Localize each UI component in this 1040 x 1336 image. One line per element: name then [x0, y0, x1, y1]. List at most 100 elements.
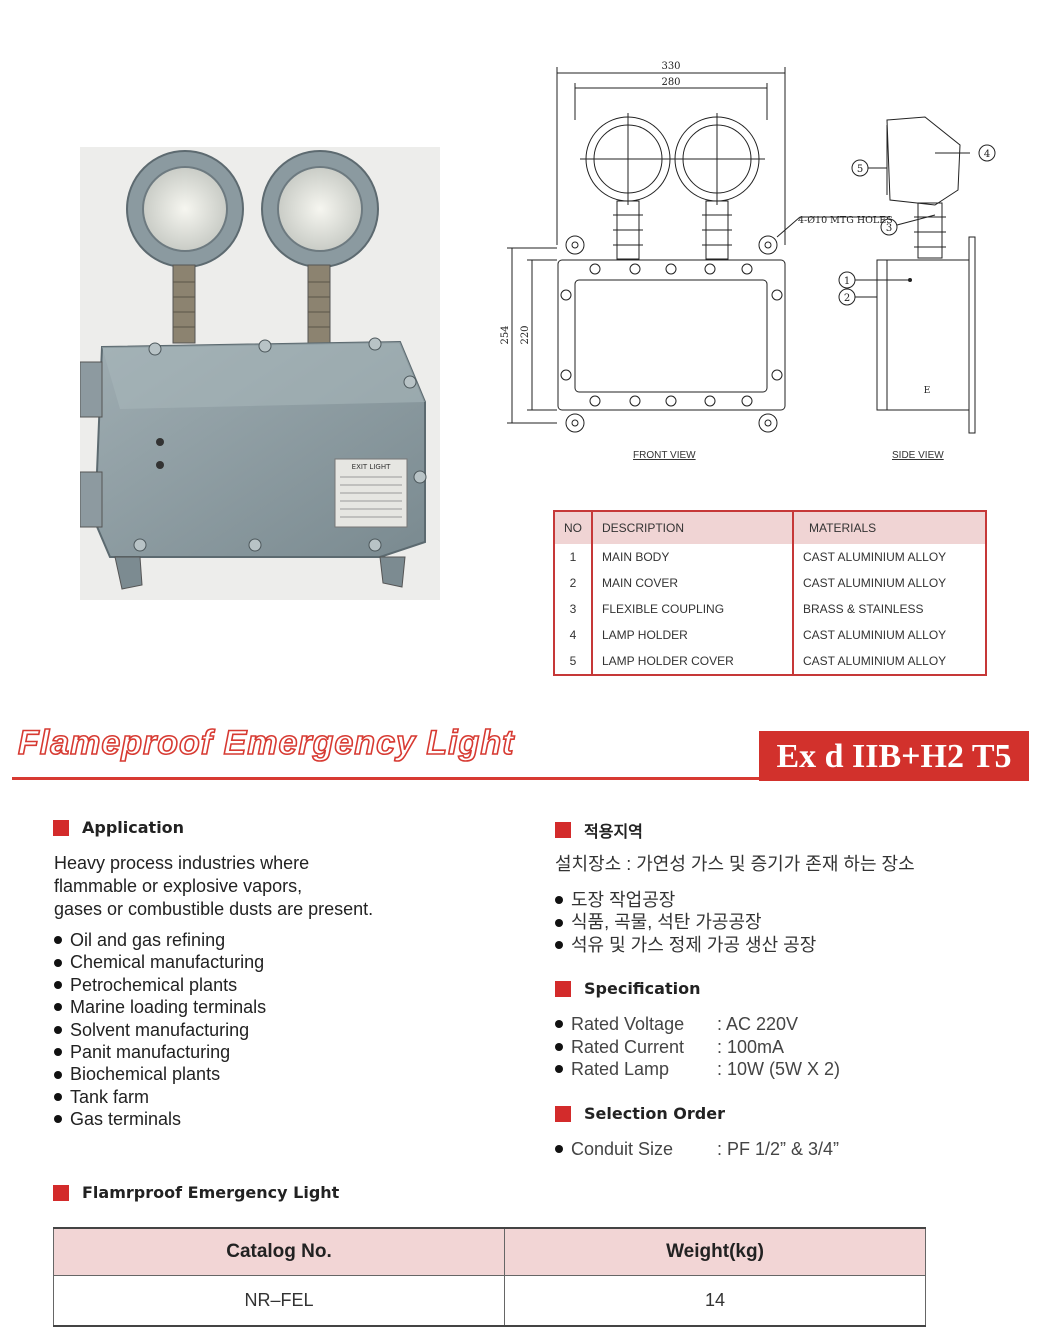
product-photo: EXIT LIGHT — [79, 147, 440, 600]
bullet-icon — [54, 1070, 62, 1079]
part-no: 5 — [553, 648, 593, 676]
list-item: 석유 및 가스 정제 가공 생산 공장 — [555, 934, 816, 956]
table-row: 3 FLEXIBLE COUPLING BRASS & STAINLESS — [553, 596, 987, 622]
table-row: NR–FEL 14 — [53, 1275, 926, 1327]
red-square-icon — [53, 1184, 69, 1201]
application-heading-text: Application — [82, 818, 185, 837]
part-no: 1 — [553, 544, 593, 570]
red-square-icon — [555, 1105, 571, 1122]
bullet-icon — [54, 1025, 62, 1034]
list-item-text: 식품, 곡물, 석탄 가공공장 — [571, 912, 762, 933]
catalog-table: Catalog No. Weight(kg) NR–FEL 14 — [53, 1227, 926, 1327]
korean-list: 도장 작업공장 식품, 곡물, 석탄 가공공장 석유 및 가스 정제 가공 생산… — [555, 889, 816, 956]
spec-value: : 100mA — [717, 1036, 785, 1057]
specification-list: Rated Voltage : AC 220V Rated Current : … — [555, 1013, 840, 1081]
list-item: Petrochemical plants — [54, 974, 266, 996]
part-description: FLEXIBLE COUPLING — [591, 596, 794, 622]
weight-cell: 14 — [504, 1275, 926, 1327]
spec-row: Rated Current : 100mA — [555, 1036, 840, 1059]
specification-heading-text: Specification — [584, 979, 701, 998]
table-row: 2 MAIN COVER CAST ALUMINIUM ALLOY — [553, 570, 987, 596]
list-item-text: 석유 및 가스 정제 가공 생산 공장 — [571, 934, 817, 955]
spec-row: Rated Voltage : AC 220V — [555, 1013, 840, 1036]
list-item-text: Solvent manufacturing — [70, 1019, 250, 1040]
red-square-icon — [555, 822, 571, 838]
header-weight: Weight(kg) — [504, 1227, 926, 1276]
list-item: 도장 작업공장 — [555, 889, 816, 911]
header-no: NO — [553, 510, 593, 544]
header-description: DESCRIPTION — [591, 510, 794, 544]
bullet-icon — [555, 1042, 563, 1051]
bullet-icon — [54, 1003, 62, 1012]
part-no: 4 — [553, 622, 593, 648]
list-item-text: Panit manufacturing — [70, 1042, 231, 1063]
bullet-icon — [555, 1145, 563, 1154]
list-item-text: Chemical manufacturing — [70, 952, 265, 973]
catalog-no-cell: NR–FEL — [53, 1275, 505, 1327]
list-item: Biochemical plants — [54, 1063, 266, 1085]
spec-row: Conduit Size : PF 1/2” & 3/4” — [555, 1138, 839, 1161]
page-title: Flameproof Emergency Light — [17, 723, 515, 763]
catalog-heading: Flamrproof Emergency Light — [53, 1183, 339, 1202]
front-view-label: FRONT VIEW — [633, 450, 696, 461]
selection-order-heading: Selection Order — [555, 1104, 725, 1123]
spec-label: Rated Lamp — [571, 1059, 670, 1079]
part-description: MAIN COVER — [591, 570, 794, 596]
spec-label: Rated Voltage — [571, 1014, 685, 1034]
part-material: CAST ALUMINIUM ALLOY — [792, 544, 987, 570]
part-material: BRASS & STAINLESS — [792, 596, 987, 622]
table-row: 1 MAIN BODY CAST ALUMINIUM ALLOY — [553, 544, 987, 570]
selection-order-list: Conduit Size : PF 1/2” & 3/4” — [555, 1138, 839, 1161]
callout-5: 5 — [857, 164, 863, 175]
specification-heading: Specification — [555, 979, 700, 998]
part-no: 3 — [553, 596, 593, 622]
dim-width-inner: 280 — [661, 77, 680, 88]
application-list: Oil and gas refining Chemical manufactur… — [54, 929, 266, 1131]
dim-height-outer: 254 — [500, 325, 511, 344]
dim-height-inner: 220 — [520, 325, 531, 344]
list-item-text: Oil and gas refining — [70, 930, 226, 950]
catalog-table-header: Catalog No. Weight(kg) — [53, 1227, 926, 1276]
technical-drawing: 330 280 254 220 1 2 3 4 5 E 4-Ø10 MTG HO… — [495, 55, 1015, 475]
part-material: CAST ALUMINIUM ALLOY — [792, 570, 987, 596]
application-intro-line: gases or combustible dusts are present. — [54, 899, 374, 919]
list-item: Oil and gas refining — [54, 929, 266, 951]
spec-value: : 10W (5W X 2) — [717, 1059, 841, 1079]
list-item: 식품, 곡물, 석탄 가공공장 — [555, 911, 816, 933]
table-row: 4 LAMP HOLDER CAST ALUMINIUM ALLOY — [553, 622, 987, 648]
part-description: LAMP HOLDER COVER — [591, 648, 794, 676]
list-item: Marine loading terminals — [54, 996, 266, 1018]
part-description: LAMP HOLDER — [591, 622, 794, 648]
ground-mark: E — [924, 386, 931, 396]
korean-heading-text: 적용지역 — [584, 822, 643, 841]
list-item: Gas terminals — [54, 1108, 266, 1130]
list-item-text: Tank farm — [70, 1086, 150, 1107]
red-square-icon — [555, 980, 571, 997]
list-item-text: Marine loading terminals — [70, 997, 267, 1018]
korean-intro: 설치장소 : 가연성 가스 및 증기가 존재 하는 장소 — [555, 854, 915, 874]
spec-label: Conduit Size — [571, 1139, 674, 1159]
application-intro-line: flammable or explosive vapors, — [54, 876, 303, 896]
red-square-icon — [53, 819, 69, 836]
parts-table: NO DESCRIPTION MATERIALS 1 MAIN BODY CAS… — [553, 510, 987, 676]
title-divider — [12, 777, 1028, 780]
part-no: 2 — [553, 570, 593, 596]
list-item: Solvent manufacturing — [54, 1019, 266, 1041]
callout-3: 3 — [886, 223, 892, 234]
application-heading: Application — [53, 818, 184, 837]
bullet-icon — [555, 1065, 563, 1074]
header-materials: MATERIALS — [792, 510, 987, 544]
list-item-text: Gas terminals — [70, 1109, 182, 1130]
bullet-icon — [54, 981, 62, 990]
side-view-label: SIDE VIEW — [892, 450, 944, 461]
list-item: Chemical manufacturing — [54, 951, 266, 973]
spec-row: Rated Lamp : 10W (5W X 2) — [555, 1058, 840, 1081]
korean-heading: 적용지역 — [555, 818, 643, 842]
spec-value: : AC 220V — [717, 1014, 799, 1034]
callout-4: 4 — [984, 149, 990, 160]
bullet-icon — [555, 918, 563, 927]
ex-rating-badge: Ex d IIB+H2 T5 — [759, 731, 1029, 781]
part-material: CAST ALUMINIUM ALLOY — [792, 648, 987, 676]
list-item-text: Petrochemical plants — [70, 974, 238, 995]
bullet-icon — [555, 941, 563, 950]
